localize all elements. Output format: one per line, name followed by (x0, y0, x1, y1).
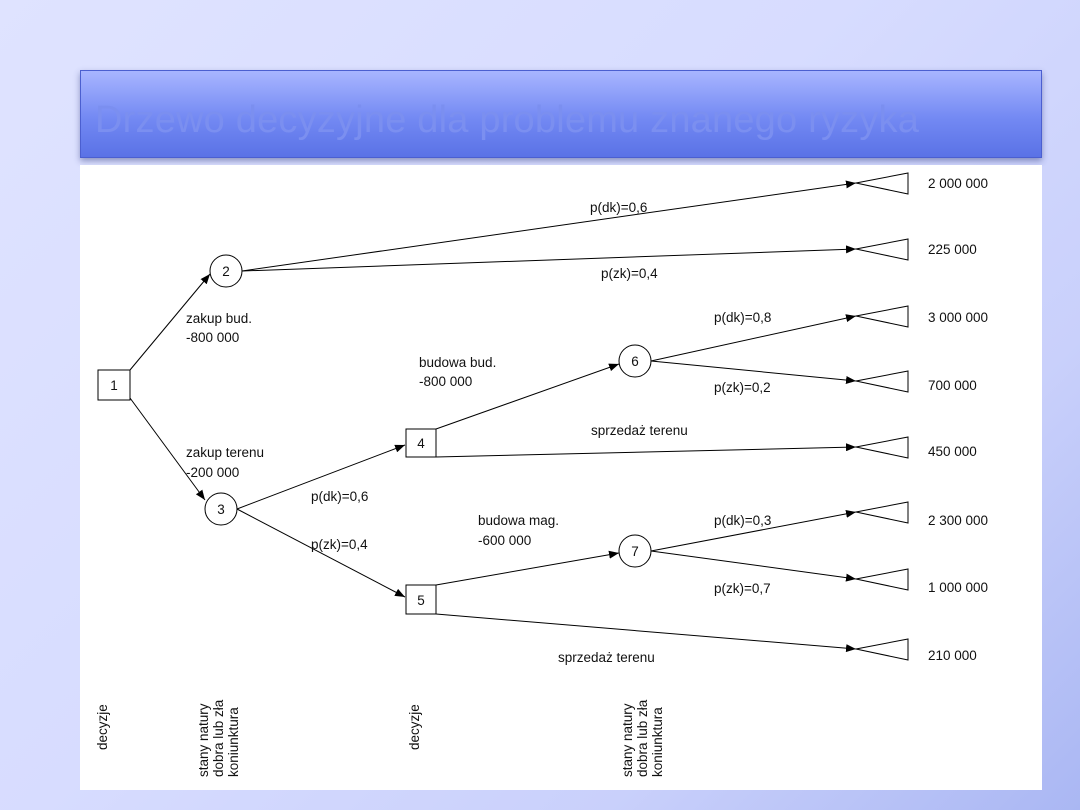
edge-5-out8 (435, 613, 857, 653)
outcome-value: 700 000 (928, 378, 977, 393)
branch-cost-zakup-bud: -800 000 (186, 330, 239, 345)
branch-cost-zakup-terenu: -200 000 (186, 465, 239, 480)
probability-label: p(zk)=0,7 (714, 581, 771, 596)
outcome-triangle (855, 501, 909, 524)
outcome-value: 2 000 000 (928, 176, 988, 191)
branch-cost-budowa-bud: -800 000 (419, 374, 472, 389)
column-label-line: stany natury (620, 703, 635, 777)
edge-3-4 (236, 444, 406, 510)
edge-6-out3 (650, 314, 857, 362)
node-label-1: 1 (110, 378, 118, 393)
probability-label: p(zk)=0,2 (714, 380, 771, 395)
outcome-value: 450 000 (928, 444, 977, 459)
outcome-triangle (855, 305, 909, 328)
edge-2-out2 (241, 245, 857, 272)
column-label-line: dobra lub zła (211, 699, 226, 777)
node-label-6: 6 (631, 354, 639, 369)
outcome-value: 3 000 000 (928, 310, 988, 325)
edge-4-6 (435, 363, 620, 430)
decision-node-5 (405, 584, 437, 615)
edge-4-out5 (435, 443, 857, 458)
probability-label: p(dk)=0,3 (714, 513, 771, 528)
node-label-7: 7 (631, 544, 639, 559)
probability-label: p(zk)=0,4 (311, 537, 368, 552)
outcome-triangle (855, 172, 909, 195)
edge-7-out7 (650, 550, 857, 582)
outcome-triangle (855, 238, 909, 261)
column-label-decyzje: decyzje (95, 704, 110, 750)
outcome-triangle (855, 568, 909, 591)
outcome-value: 2 300 000 (928, 513, 988, 528)
edge-6-out4 (650, 360, 857, 385)
decision-node-1 (97, 369, 131, 401)
slide-title: Drzewo decyzyjne dla problemu znanego ry… (95, 99, 920, 141)
decision-node-4 (405, 428, 437, 458)
chance-node-2 (209, 254, 243, 288)
edge-5-7 (435, 550, 620, 586)
node-label-4: 4 (417, 436, 425, 451)
outcome-triangle (855, 370, 909, 393)
node-label-5: 5 (417, 593, 425, 608)
outcome-value: 225 000 (928, 242, 977, 257)
node-label-2: 2 (222, 264, 230, 279)
edge-7-out6 (650, 509, 857, 552)
outcome-triangle (855, 436, 909, 459)
branch-label-budowa-bud: budowa bud. (419, 355, 496, 370)
probability-label: p(dk)=0,6 (590, 200, 647, 215)
edge-3-5 (236, 508, 406, 598)
probability-label: p(dk)=0,8 (714, 310, 771, 325)
probability-label: p(zk)=0,4 (601, 266, 658, 281)
column-label-line: koniunktura (650, 707, 665, 777)
branch-cost-budowa-mag: -600 000 (478, 533, 531, 548)
edge-2-out1 (241, 180, 857, 272)
column-label-line: koniunktura (226, 707, 241, 777)
decision-tree-diagram: 1 2 3 4 5 6 7 zakup bud. -800 000 zakup … (80, 165, 1042, 790)
probability-label: p(dk)=0,6 (311, 489, 368, 504)
branch-label-sprzedaz-terenu: sprzedaż terenu (558, 650, 655, 665)
outcome-value: 1 000 000 (928, 580, 988, 595)
chance-node-7 (618, 534, 652, 568)
column-label-line: stany natury (196, 703, 211, 777)
chance-node-6 (618, 344, 652, 378)
outcome-triangle (855, 638, 909, 661)
node-label-3: 3 (217, 502, 225, 517)
edge-1-3 (129, 397, 206, 501)
chance-node-3 (204, 492, 238, 526)
column-label-decyzje: decyzje (407, 704, 422, 750)
branch-label-zakup-terenu: zakup terenu (186, 445, 264, 460)
column-label-line: dobra lub zła (635, 699, 650, 777)
branch-label-budowa-mag: budowa mag. (478, 513, 559, 528)
outcome-value: 210 000 (928, 648, 977, 663)
title-bar: Drzewo decyzyjne dla problemu znanego ry… (80, 70, 1042, 158)
edge-1-2 (129, 273, 211, 371)
branch-label-sprzedaz-terenu: sprzedaż terenu (591, 423, 688, 438)
branch-label-zakup-bud: zakup bud. (186, 311, 252, 326)
